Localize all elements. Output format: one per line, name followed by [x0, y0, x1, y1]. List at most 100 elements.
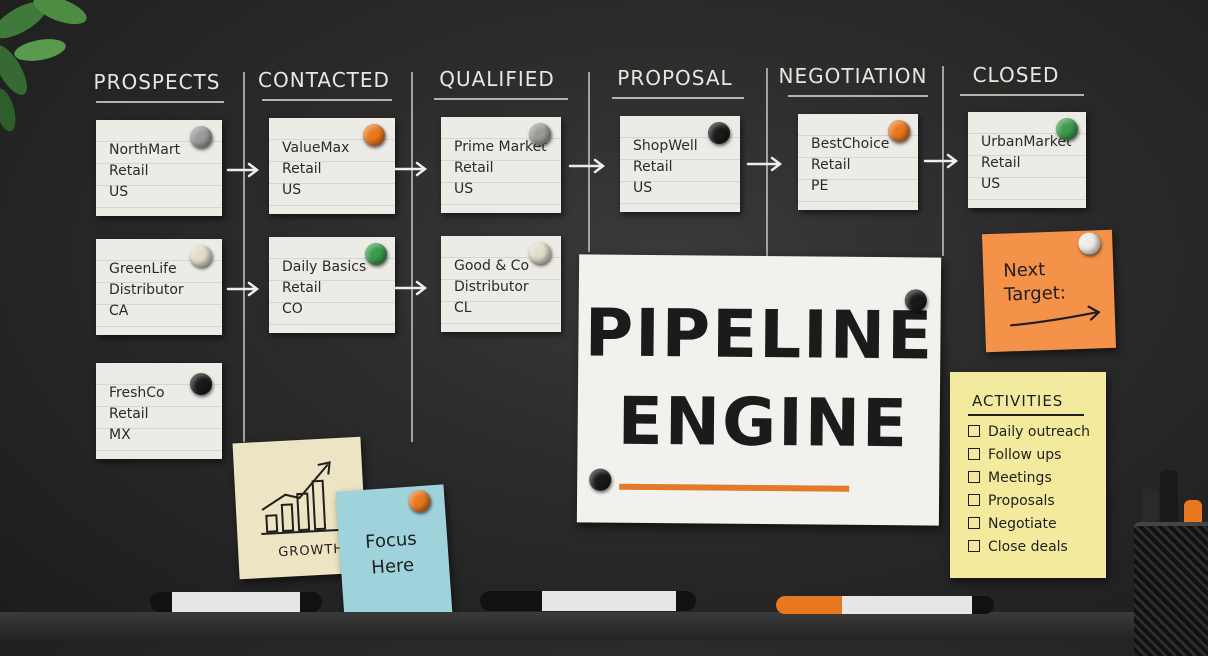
- deal-card[interactable]: NorthMart Retail US: [96, 120, 222, 216]
- stage-underline: [434, 98, 568, 100]
- deal-card[interactable]: UrbanMarket Retail US: [968, 112, 1086, 208]
- deal-name: UrbanMarket: [981, 134, 1072, 150]
- activity-label: Proposals: [988, 493, 1055, 509]
- magnet-icon: [1056, 118, 1078, 140]
- whiteboard-marker[interactable]: [150, 592, 322, 612]
- arrow-right-icon: [568, 158, 606, 174]
- magnet-icon: [1077, 232, 1101, 255]
- activity-item[interactable]: Daily outreach: [968, 424, 1090, 440]
- focus-here-note: Focus Here: [335, 484, 453, 620]
- marker-tray: [0, 612, 1208, 640]
- deal-type: Retail: [633, 159, 673, 175]
- deal-card[interactable]: ShopWell Retail US: [620, 116, 740, 212]
- deal-card-text: Daily Basics Retail CO: [282, 257, 366, 320]
- poster-title-line2: ENGINE: [617, 382, 910, 463]
- activity-item[interactable]: Close deals: [968, 539, 1068, 555]
- growth-chart-icon: [261, 461, 344, 536]
- deal-card-text: NorthMart Retail US: [109, 140, 180, 203]
- activity-item[interactable]: Negotiate: [968, 516, 1057, 532]
- pen-cup: [1134, 522, 1208, 656]
- poster-title-line1: PIPELINE: [584, 294, 935, 375]
- deal-card[interactable]: ValueMax Retail US: [269, 118, 395, 214]
- deal-type: Retail: [454, 160, 494, 176]
- stage-title-proposal: PROPOSAL: [617, 66, 733, 90]
- magnet-icon: [904, 289, 927, 312]
- column-divider: [588, 72, 590, 252]
- deal-type: Retail: [811, 157, 851, 173]
- deal-country: US: [454, 181, 474, 197]
- checkbox-icon: [968, 448, 980, 460]
- magnet-icon: [407, 489, 432, 513]
- deal-country: PE: [811, 178, 829, 194]
- pipeline-engine-poster: PIPELINE ENGINE: [576, 254, 942, 526]
- deal-card[interactable]: Good & Co Distributor CL: [441, 236, 561, 332]
- deal-card-text: ShopWell Retail US: [633, 136, 698, 199]
- activity-label: Close deals: [988, 539, 1068, 555]
- stage-underline: [612, 97, 744, 99]
- whiteboard-marker[interactable]: [480, 591, 696, 611]
- stage-title-closed: CLOSED: [972, 63, 1060, 87]
- checkbox-icon: [968, 471, 980, 483]
- magnet-icon: [529, 242, 551, 264]
- deal-country: US: [633, 180, 653, 196]
- activity-label: Meetings: [988, 470, 1052, 486]
- deal-type: Retail: [282, 161, 322, 177]
- deal-country: US: [981, 176, 1001, 192]
- deal-card-text: ValueMax Retail US: [282, 138, 349, 201]
- deal-type: Retail: [109, 406, 149, 422]
- deal-name: NorthMart: [109, 142, 181, 158]
- magnet-icon: [190, 245, 212, 267]
- deal-country: MX: [109, 427, 131, 443]
- deal-name: FreshCo: [109, 385, 165, 401]
- deal-name: BestChoice: [811, 136, 890, 152]
- magnet-icon: [888, 120, 910, 142]
- deal-name: GreenLife: [109, 261, 177, 277]
- deal-name: ValueMax: [282, 140, 350, 156]
- deal-type: Distributor: [454, 279, 529, 295]
- deal-card[interactable]: Daily Basics Retail CO: [269, 237, 395, 333]
- arrow-right-icon: [923, 153, 959, 169]
- growth-label: GROWTH: [277, 541, 345, 561]
- activity-item[interactable]: Follow ups: [968, 447, 1061, 463]
- magnet-icon: [529, 123, 551, 145]
- magnet-icon: [190, 126, 212, 148]
- arrow-right-icon: [746, 156, 783, 172]
- activity-label: Negotiate: [988, 516, 1057, 532]
- deal-card[interactable]: GreenLife Distributor CA: [96, 239, 222, 335]
- arrow-right-icon: [1010, 305, 1101, 327]
- magnet-icon: [589, 468, 612, 491]
- stage-underline: [960, 94, 1084, 96]
- deal-type: Retail: [981, 155, 1021, 171]
- deal-card[interactable]: FreshCo Retail MX: [96, 363, 222, 459]
- deal-card-text: UrbanMarket Retail US: [981, 132, 1071, 195]
- deal-country: CO: [282, 301, 303, 317]
- stage-title-contacted: CONTACTED: [258, 68, 390, 92]
- poster-underline: [619, 483, 850, 492]
- checkbox-icon: [968, 540, 980, 552]
- focus-here-text: Focus Here: [364, 528, 418, 579]
- column-divider: [243, 72, 245, 442]
- column-divider: [766, 68, 768, 258]
- whiteboard-marker[interactable]: [776, 596, 994, 614]
- deal-card[interactable]: Prime Market Retail US: [441, 117, 561, 213]
- activity-item[interactable]: Proposals: [968, 493, 1055, 509]
- next-target-note: Next Target:: [981, 229, 1117, 353]
- stage-underline: [262, 99, 392, 101]
- magnet-icon: [365, 243, 387, 265]
- arrow-right-icon: [393, 280, 428, 296]
- deal-card-text: BestChoice Retail PE: [811, 134, 889, 197]
- column-divider: [942, 66, 944, 256]
- deal-card[interactable]: BestChoice Retail PE: [798, 114, 918, 210]
- activity-label: Daily outreach: [988, 424, 1091, 440]
- deal-name: Daily Basics: [282, 259, 367, 275]
- activities-note: ACTIVITIES Daily outreach Follow ups Mee…: [950, 372, 1106, 578]
- activities-title-underline: [968, 414, 1084, 416]
- growth-note: GROWTH: [232, 436, 368, 580]
- deal-name: Prime Market: [454, 139, 547, 155]
- magnet-icon: [708, 122, 730, 144]
- activity-item[interactable]: Meetings: [968, 470, 1052, 486]
- stage-underline: [788, 95, 928, 97]
- deal-type: Retail: [109, 163, 149, 179]
- stage-title-negotiation: NEGOTIATION: [778, 64, 928, 88]
